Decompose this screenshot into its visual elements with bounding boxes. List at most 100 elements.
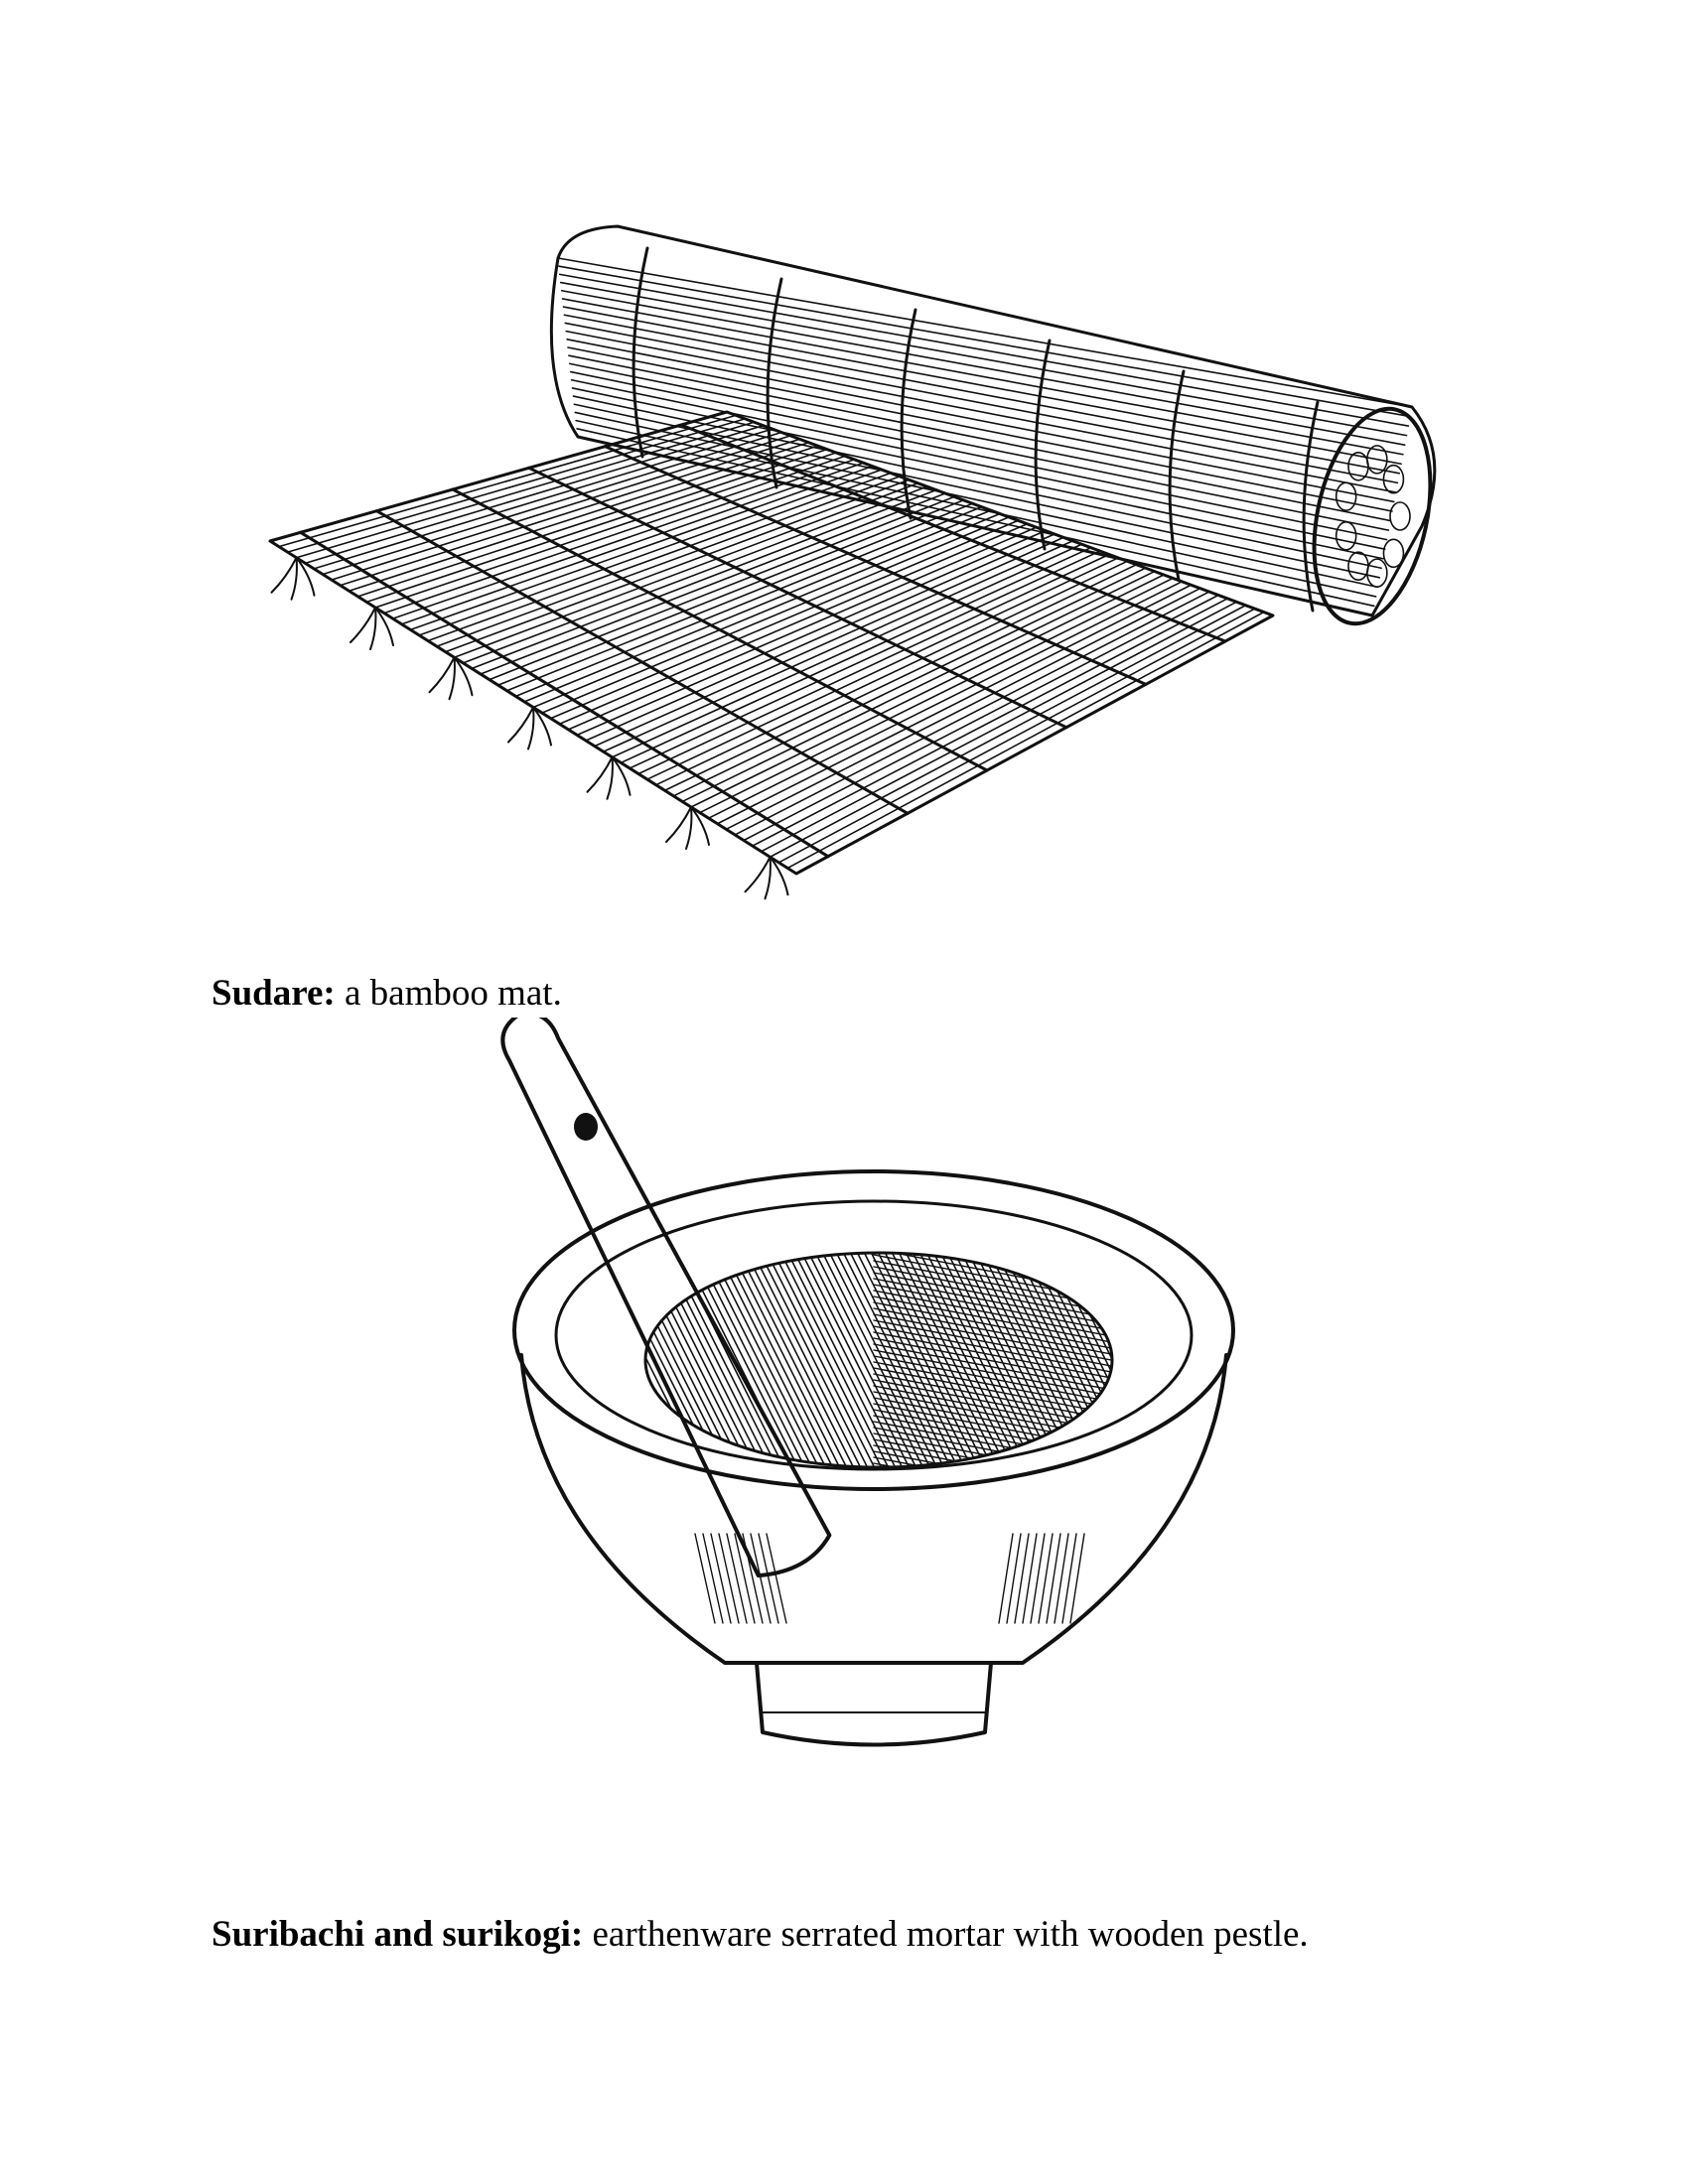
serration-line	[873, 1325, 1112, 1377]
roll-slat	[564, 322, 1399, 484]
mat-slat	[725, 587, 1201, 831]
roll-end-cell	[1347, 551, 1369, 581]
serration-line	[873, 1349, 1112, 1401]
mat-slat	[567, 526, 1038, 731]
roll-slat	[560, 289, 1406, 446]
roll-end	[1312, 406, 1433, 626]
roll-slat	[575, 419, 1377, 598]
serration-line	[714, 1253, 835, 1467]
serration-line	[873, 1456, 1112, 1467]
bowl-hatch-line	[1006, 1533, 1022, 1624]
bamboo-mat-drawing	[268, 224, 1437, 900]
serration-line	[873, 1253, 1112, 1270]
mortar-drawing	[500, 1018, 1235, 1747]
bowl-hatch-line	[694, 1533, 716, 1624]
mat-slat	[489, 495, 955, 681]
serration-line	[693, 1253, 814, 1467]
bowl-hatch-line	[1038, 1533, 1054, 1624]
mat-slat	[313, 428, 774, 570]
bowl-hatch-line	[758, 1533, 779, 1624]
mat-string	[679, 423, 1227, 643]
roll-slat	[561, 298, 1404, 456]
serration-line	[874, 1154, 1132, 1203]
serration-line	[873, 1313, 1112, 1365]
serration-line	[874, 1475, 1132, 1525]
mat-slat	[620, 546, 1092, 764]
roll-slat	[573, 403, 1381, 579]
serration-line	[873, 1296, 1112, 1347]
caption-term: Sudare:	[211, 973, 336, 1014]
roll-end-cell	[1389, 501, 1411, 531]
pestle-hole	[574, 1113, 598, 1141]
serration-line	[839, 1253, 960, 1467]
mat-tassel	[350, 607, 394, 650]
mat-slat	[611, 543, 1083, 758]
mat-slat	[743, 594, 1219, 842]
mat-slat	[383, 455, 846, 614]
bowl-hatch-line	[750, 1533, 772, 1624]
mat-slat	[752, 598, 1228, 847]
bowl-hatch-line	[1022, 1533, 1038, 1624]
serration-line	[873, 1290, 1112, 1341]
serration-line	[915, 1253, 1037, 1467]
serration-line	[873, 1307, 1112, 1359]
roll-band	[1302, 400, 1320, 613]
mat-slat	[558, 522, 1029, 726]
roll-slat	[567, 346, 1393, 512]
roll-slat	[569, 362, 1390, 531]
roll-end-cell	[1335, 521, 1357, 551]
bowl-hatch-line	[734, 1533, 756, 1624]
serration-line	[790, 1253, 912, 1467]
serration-line	[707, 1253, 828, 1467]
mat-slat	[278, 414, 737, 548]
roll-slat	[559, 273, 1410, 427]
roll-band	[1034, 339, 1052, 551]
serration-line	[874, 1183, 1132, 1233]
mat-slat	[795, 614, 1274, 875]
mat-slat	[672, 567, 1147, 797]
mortar-and-pestle-illustration	[496, 1018, 1251, 1851]
roll-slat	[565, 330, 1397, 493]
roll-band	[766, 277, 783, 489]
serration-line	[902, 1253, 1023, 1467]
bowl-hatch-line	[1054, 1533, 1069, 1624]
mat-slat	[760, 601, 1238, 853]
mat-slat	[444, 478, 911, 653]
mat-slat	[418, 469, 883, 636]
mat-tassel	[507, 706, 552, 751]
serration-line	[846, 1253, 967, 1467]
serration-line	[873, 1355, 1112, 1407]
roll-slat	[570, 378, 1386, 550]
mat-slat	[690, 574, 1165, 808]
roll-slat	[577, 436, 1373, 616]
bamboo-mat-illustration	[260, 199, 1452, 913]
serration-line	[881, 1253, 1002, 1467]
serration-line	[721, 1253, 842, 1467]
serration-line	[749, 1253, 870, 1467]
serration-line	[873, 1331, 1112, 1383]
mat-slat	[585, 533, 1055, 742]
mat-slat	[594, 536, 1064, 748]
mat-slat	[532, 512, 1001, 709]
mat-slat	[602, 540, 1074, 752]
bowl-hatch-line	[1061, 1533, 1077, 1624]
mat-slat	[734, 591, 1210, 836]
bowl-hatch-line	[702, 1533, 724, 1624]
bowl-hatch-line	[766, 1533, 787, 1624]
mat-slat	[654, 560, 1129, 786]
mat-slat	[471, 488, 937, 670]
caption-description: a bamboo mat.	[335, 973, 562, 1014]
serration-line	[873, 1278, 1112, 1329]
mat-slat	[681, 570, 1156, 803]
roll-end-cell	[1335, 481, 1357, 511]
roll-band	[1168, 369, 1186, 582]
bowl-hatch-line	[1046, 1533, 1061, 1624]
mat-slat	[541, 516, 1010, 714]
roll-slat	[569, 370, 1388, 541]
serration-line	[874, 1493, 1132, 1543]
roll-slat	[576, 428, 1375, 608]
serration-line	[873, 1361, 1112, 1413]
mat-slat	[339, 438, 801, 587]
serration-line	[873, 1450, 1112, 1467]
serration-line	[873, 1284, 1112, 1335]
